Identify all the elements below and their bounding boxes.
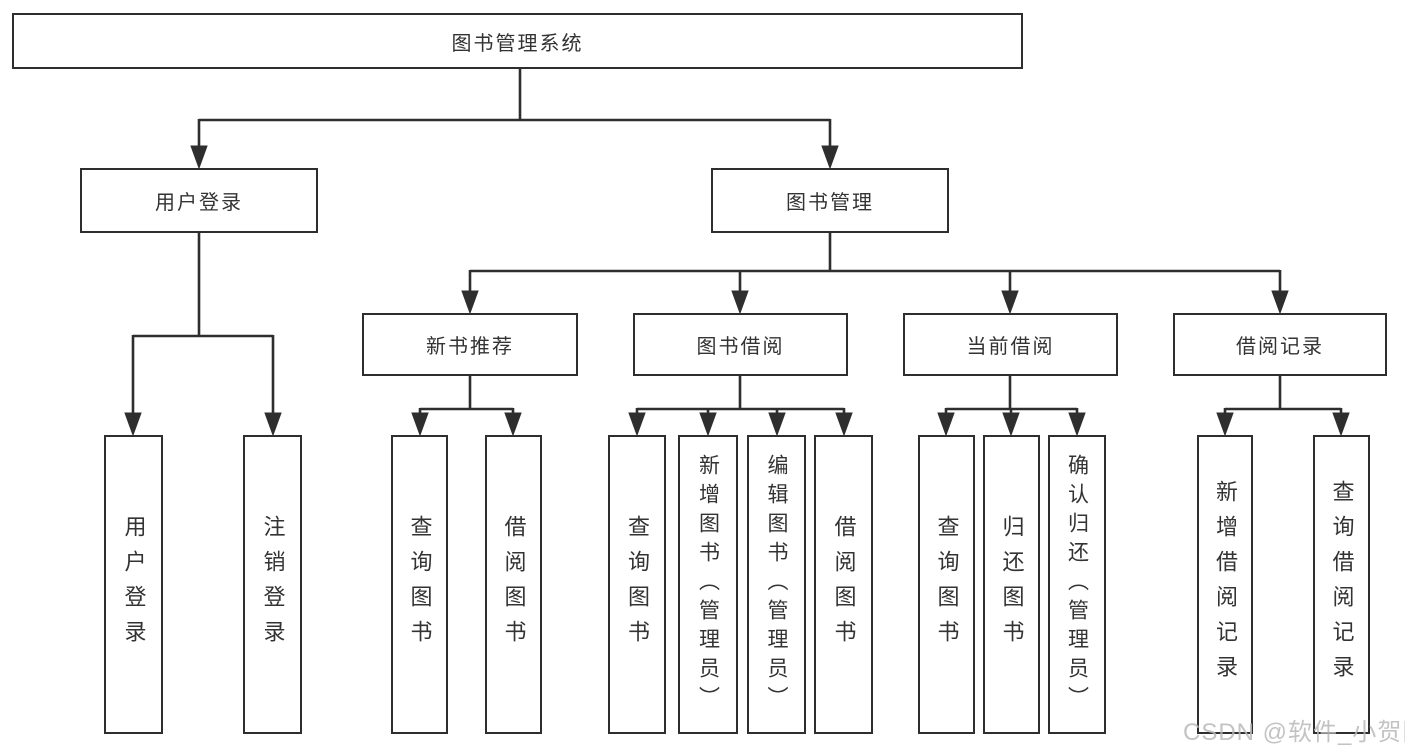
leaf-newbook-borrow-books: 借阅图书	[485, 435, 542, 734]
leaf-records-add-record: 新增借阅记录	[1197, 435, 1253, 734]
arrowhead-down-icon	[821, 145, 839, 170]
node-book-management: 图书管理	[711, 168, 949, 233]
connector-book-borrow-branch	[628, 376, 853, 437]
connector-new-book-branch	[411, 376, 522, 437]
watermark-text: CSDN @软件_小贺同学	[1183, 719, 1405, 746]
node-book-borrowing: 图书借阅	[633, 313, 848, 376]
leaf-borrowing-borrow-books: 借阅图书	[814, 435, 873, 734]
leaf-current-return-books: 归还图书	[983, 435, 1040, 734]
leaf-user-login: 用户登录	[104, 435, 163, 734]
arrowhead-down-icon	[699, 412, 717, 437]
connector-borrow-record-branch	[1216, 376, 1350, 437]
arrowhead-down-icon	[768, 412, 786, 437]
arrowhead-down-icon	[835, 412, 853, 437]
node-borrowing-records: 借阅记录	[1173, 313, 1387, 376]
leaf-current-confirm-return-admin: 确认归还（管理员）	[1048, 435, 1106, 734]
arrowhead-down-icon	[411, 412, 429, 437]
arrowhead-down-icon	[1332, 412, 1350, 437]
arrowhead-down-icon	[1068, 412, 1086, 437]
leaf-logout: 注销登录	[243, 435, 302, 734]
arrowhead-down-icon	[731, 290, 749, 315]
leaf-records-query-record: 查询借阅记录	[1313, 435, 1370, 734]
leaf-newbook-query-books: 查询图书	[391, 435, 448, 734]
node-user-login: 用户登录	[80, 168, 318, 233]
connector-book-management-branch	[461, 233, 1289, 315]
arrowhead-down-icon	[1271, 290, 1289, 315]
arrowhead-down-icon	[124, 412, 142, 437]
leaf-current-query-books: 查询图书	[918, 435, 975, 734]
arrowhead-down-icon	[190, 145, 208, 170]
connector-current-borrow-branch	[937, 376, 1086, 437]
leaf-borrowing-add-books-admin: 新增图书（管理员）	[678, 435, 738, 734]
arrowhead-down-icon	[461, 290, 479, 315]
arrowhead-down-icon	[628, 412, 646, 437]
arrowhead-down-icon	[1216, 412, 1234, 437]
node-new-book-recommendation: 新书推荐	[362, 313, 578, 376]
node-library-management-system: 图书管理系统	[12, 13, 1023, 69]
connector-root-to-level2	[190, 69, 839, 170]
arrowhead-down-icon	[1001, 290, 1019, 315]
arrowhead-down-icon	[264, 412, 282, 437]
connector-user-login-branch	[124, 233, 282, 437]
node-current-borrowing: 当前借阅	[903, 313, 1118, 376]
leaf-borrowing-query-books: 查询图书	[608, 435, 666, 734]
arrowhead-down-icon	[504, 412, 522, 437]
leaf-borrowing-edit-books-admin: 编辑图书（管理员）	[747, 435, 806, 734]
arrowhead-down-icon	[937, 412, 955, 437]
arrowhead-down-icon	[1002, 412, 1020, 437]
